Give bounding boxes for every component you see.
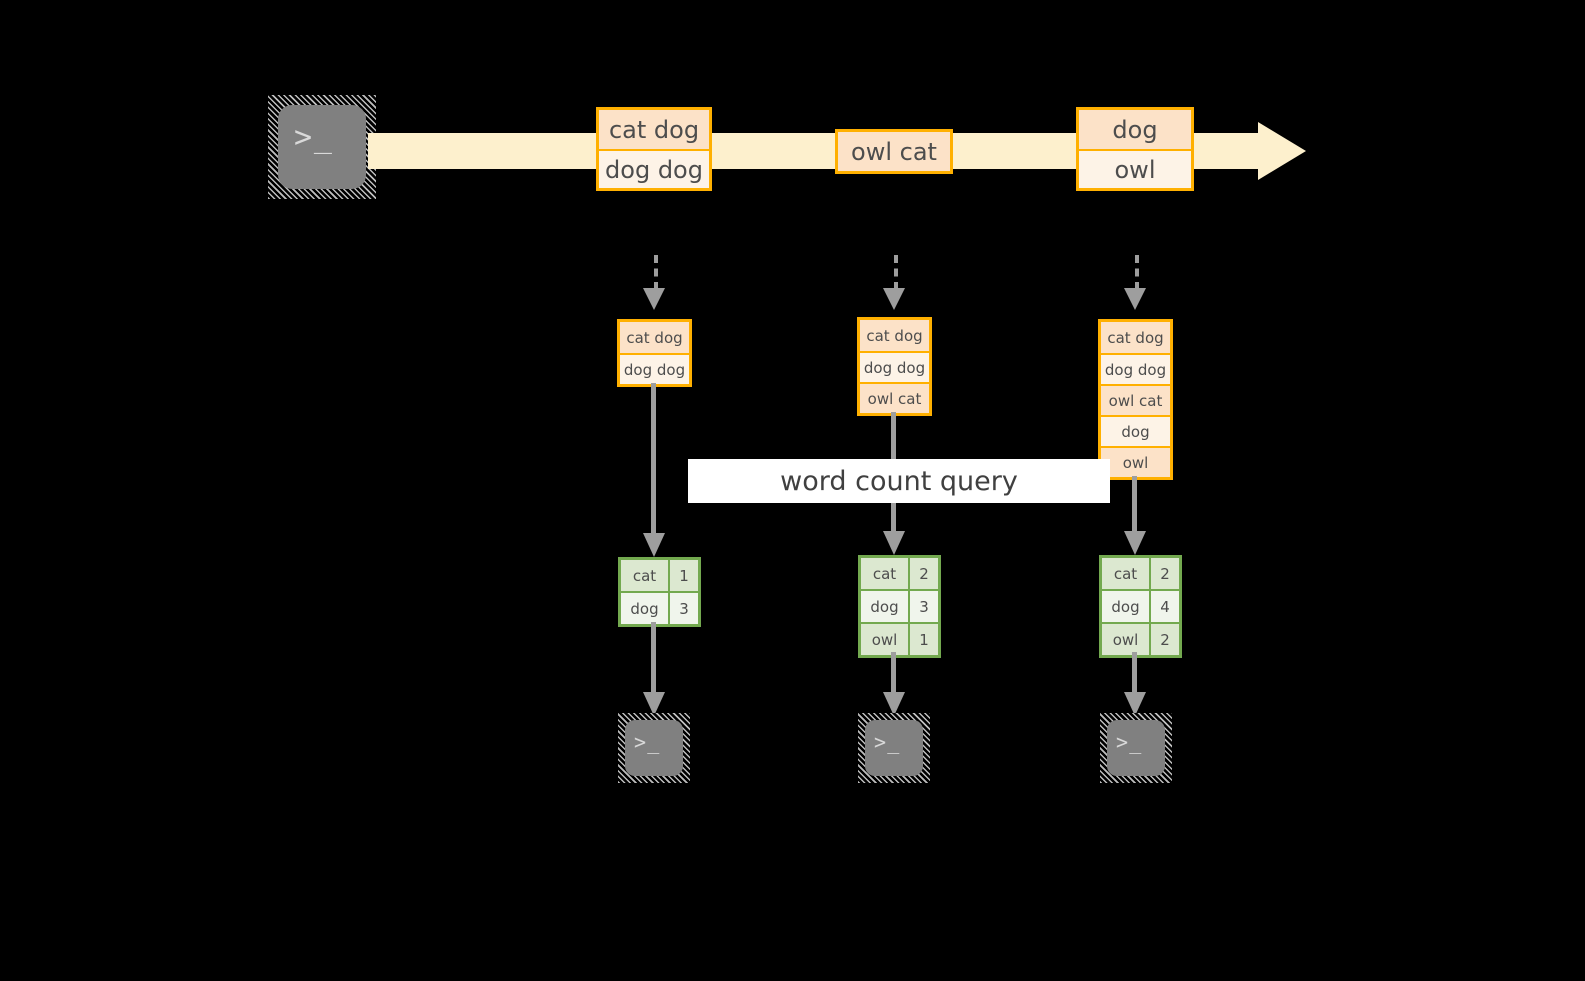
terminal-prompt-glyph: >_ [294, 120, 334, 155]
sink-terminal-2-icon: >_ [858, 713, 930, 783]
snapshot-1-inbound-arrowhead [643, 288, 665, 310]
stream-record: owl cat [838, 132, 950, 171]
table-row: cat 2 [861, 558, 938, 589]
snapshot-1-query-connector [651, 383, 656, 535]
stream-arrow-head [1258, 122, 1306, 180]
stream-record: dog [1079, 110, 1191, 149]
snapshot-record: dog [1101, 415, 1170, 446]
result-word: owl [1112, 630, 1139, 649]
result-word: cat [632, 566, 657, 585]
result-word: cat [872, 564, 897, 583]
terminal-prompt-glyph: >_ [874, 730, 901, 754]
snapshot-record: dog dog [620, 353, 689, 384]
snapshot-3-records: cat dog dog dog owl cat dog owl [1098, 319, 1173, 480]
result-1-sink-connector [651, 622, 656, 694]
snapshot-record: cat dog [860, 320, 929, 351]
result-count: 1 [668, 560, 698, 591]
table-row: dog 3 [621, 591, 698, 624]
result-count: 4 [1149, 591, 1179, 622]
snapshot-3-inbound-arrowhead [1124, 288, 1146, 310]
result-word: dog [630, 599, 659, 618]
result-count: 2 [1149, 624, 1179, 655]
result-table-1: cat 1 dog 3 [618, 557, 701, 627]
table-row: dog 4 [1102, 589, 1179, 622]
result-count: 2 [908, 558, 938, 589]
snapshot-record: owl cat [860, 382, 929, 413]
terminal-body [865, 720, 923, 776]
source-terminal-icon: >_ [268, 95, 376, 199]
stream-record: cat dog [599, 110, 709, 149]
snapshot-record: cat dog [620, 322, 689, 353]
table-row: dog 3 [861, 589, 938, 622]
table-row: cat 2 [1102, 558, 1179, 589]
terminal-body [278, 105, 366, 189]
snapshot-record: cat dog [1101, 322, 1170, 353]
result-word: dog [870, 597, 899, 616]
result-count: 3 [668, 593, 698, 624]
sink-terminal-1-icon: >_ [618, 713, 690, 783]
snapshot-3-query-arrowhead [1124, 531, 1146, 555]
table-row: cat 1 [621, 560, 698, 591]
snapshot-record: dog dog [860, 351, 929, 382]
snapshot-1-query-arrowhead [643, 533, 665, 557]
snapshot-3-query-connector [1132, 476, 1137, 534]
query-label: word count query [688, 459, 1110, 503]
result-3-sink-arrowhead [1124, 692, 1146, 716]
result-table-2: cat 2 dog 3 owl 1 [858, 555, 941, 658]
snapshot-1-inbound-connector [654, 255, 658, 290]
result-word: owl [871, 630, 898, 649]
result-2-sink-connector [891, 652, 896, 694]
result-table-3: cat 2 dog 4 owl 2 [1099, 555, 1182, 658]
result-2-sink-arrowhead [883, 692, 905, 716]
snapshot-record: owl cat [1101, 384, 1170, 415]
snapshot-record: dog dog [1101, 353, 1170, 384]
result-count: 1 [908, 624, 938, 655]
result-count: 3 [908, 591, 938, 622]
result-word: dog [1111, 597, 1140, 616]
stream-record: owl [1079, 149, 1191, 188]
snapshot-3-inbound-connector [1135, 255, 1139, 290]
snapshot-2-inbound-arrowhead [883, 288, 905, 310]
stream-event-group-3: dog owl [1076, 107, 1194, 191]
result-word: cat [1113, 564, 1138, 583]
terminal-body [625, 720, 683, 776]
snapshot-2-inbound-connector [894, 255, 898, 290]
result-count: 2 [1149, 558, 1179, 589]
terminal-body [1107, 720, 1165, 776]
snapshot-2-records: cat dog dog dog owl cat [857, 317, 932, 416]
terminal-prompt-glyph: >_ [634, 730, 661, 754]
result-3-sink-connector [1132, 652, 1137, 694]
result-1-sink-arrowhead [643, 692, 665, 716]
sink-terminal-3-icon: >_ [1100, 713, 1172, 783]
table-row: owl 2 [1102, 622, 1179, 655]
stream-event-group-2: owl cat [835, 129, 953, 174]
stream-event-group-1: cat dog dog dog [596, 107, 712, 191]
stream-record: dog dog [599, 149, 709, 188]
snapshot-record: owl [1101, 446, 1170, 477]
table-row: owl 1 [861, 622, 938, 655]
snapshot-1-records: cat dog dog dog [617, 319, 692, 387]
snapshot-2-query-arrowhead [883, 531, 905, 555]
terminal-prompt-glyph: >_ [1116, 730, 1143, 754]
